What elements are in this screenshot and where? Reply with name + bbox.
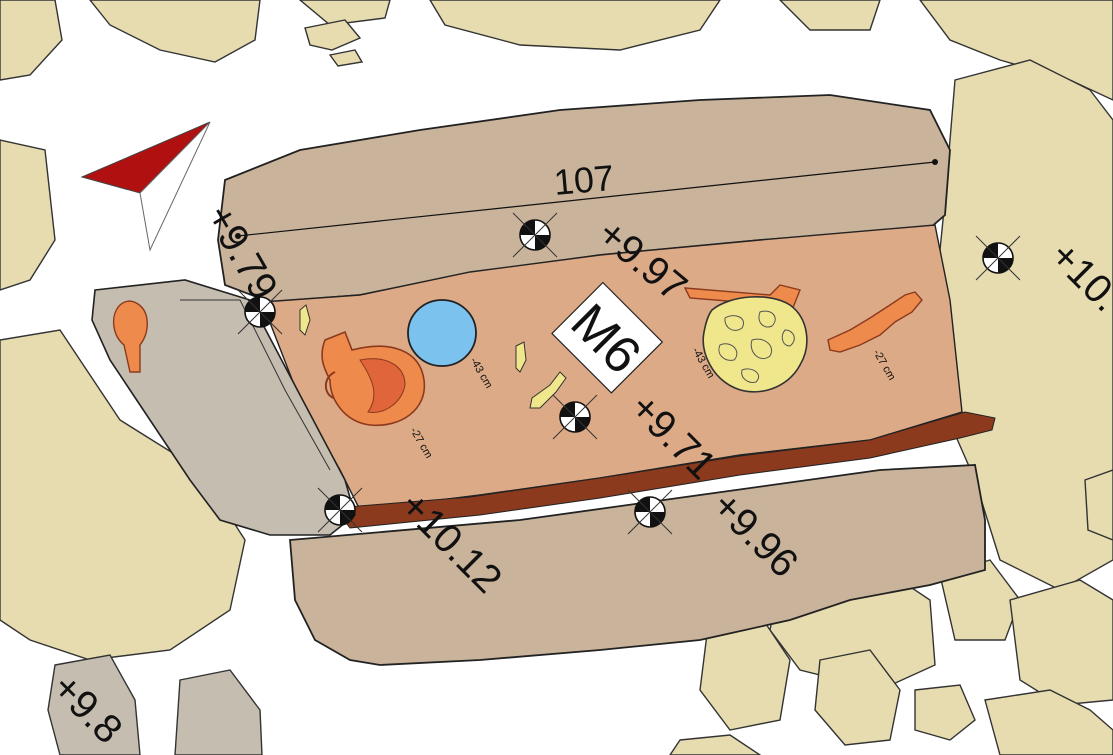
bone-mass xyxy=(702,296,808,393)
lower-cover-slab xyxy=(289,464,986,666)
bone-mass-texture xyxy=(718,310,795,383)
slab-edge xyxy=(180,299,331,471)
bone-fragment xyxy=(299,304,311,336)
stone xyxy=(1084,469,1113,541)
survey-point-icon xyxy=(552,394,598,440)
bone-fragment xyxy=(529,371,567,409)
grey-slabs xyxy=(47,654,263,755)
stone xyxy=(984,689,1113,755)
stone xyxy=(0,0,63,81)
stone xyxy=(89,0,261,63)
stone xyxy=(304,19,362,51)
survey-point-icon xyxy=(317,487,363,533)
survey-point-icon xyxy=(237,289,283,335)
amphora-handle xyxy=(324,371,336,399)
slab xyxy=(174,669,263,755)
survey-point-icon xyxy=(975,235,1021,281)
artifacts xyxy=(113,284,923,427)
stone xyxy=(914,684,976,741)
stone xyxy=(0,139,56,291)
slab xyxy=(47,654,141,755)
blue-bowl-vessel xyxy=(407,299,477,367)
stone xyxy=(429,0,721,51)
stone xyxy=(814,649,901,746)
north-arrow-icon xyxy=(80,121,211,252)
pit-rim xyxy=(334,411,996,529)
stone xyxy=(328,49,364,67)
stone xyxy=(0,329,246,661)
bone-fragment xyxy=(515,341,527,373)
survey-point-icon xyxy=(627,489,673,535)
dimension-line xyxy=(235,159,938,239)
stone xyxy=(298,0,391,26)
stone xyxy=(1009,579,1113,706)
stone xyxy=(669,734,762,755)
survey-points xyxy=(237,212,1021,535)
iron-object xyxy=(827,291,923,353)
flask-vessel xyxy=(113,300,148,373)
amphora-detail xyxy=(359,358,406,413)
stone xyxy=(779,0,881,31)
survey-point-icon xyxy=(512,212,558,258)
dimension-label: 107 xyxy=(552,157,615,203)
